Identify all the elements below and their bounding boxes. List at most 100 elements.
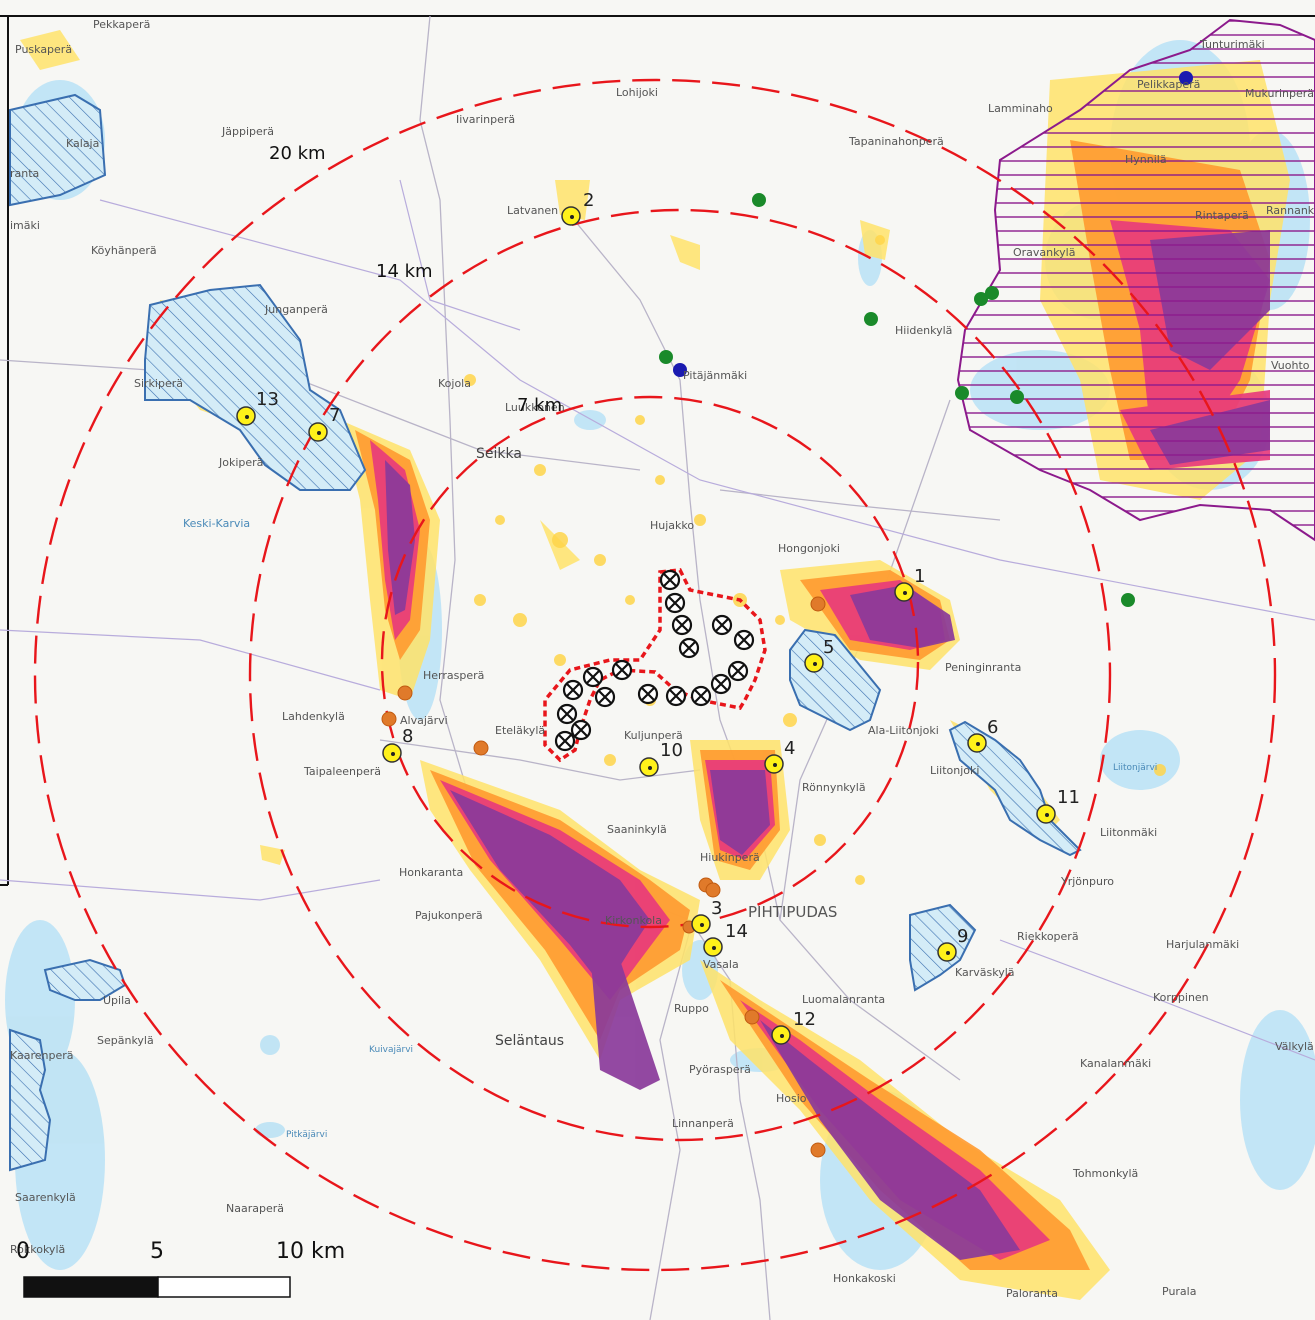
svg-text:1: 1 bbox=[914, 566, 925, 587]
place-label: Latvanen bbox=[507, 204, 558, 217]
place-label: Lamminaho bbox=[988, 102, 1053, 115]
place-label: Liitonjärvi bbox=[1113, 763, 1157, 773]
place-label: Kanalanmäki bbox=[1080, 1057, 1151, 1070]
place-label: Rönnynkylä bbox=[802, 781, 866, 794]
ring-labels: 20 km 14 km 7 km bbox=[269, 143, 562, 416]
place-label: Mukurinperä bbox=[1245, 87, 1314, 100]
viewpoint-9[interactable]: 9 bbox=[937, 926, 968, 962]
turbine bbox=[664, 592, 686, 614]
turbine bbox=[665, 685, 687, 707]
place-label: Sepänkylä bbox=[97, 1034, 154, 1047]
turbine bbox=[556, 703, 578, 725]
place-label: Riekkoperä bbox=[1017, 930, 1079, 943]
viewpoint-5[interactable]: 5 bbox=[804, 637, 834, 673]
svg-text:5: 5 bbox=[823, 637, 834, 658]
admin-boundaries bbox=[0, 179, 1315, 1061]
ring-label-20km: 20 km bbox=[269, 143, 326, 164]
place-label: Oravankylä bbox=[1013, 246, 1075, 259]
blue-markers bbox=[673, 71, 1193, 377]
place-label: Vasala bbox=[703, 958, 739, 971]
place-label: Luukkonen bbox=[505, 401, 565, 414]
place-label: Pekkaperä bbox=[93, 18, 150, 31]
scale-label-10: 10 km bbox=[276, 1239, 345, 1264]
place-label: Tapaninahonperä bbox=[848, 135, 944, 148]
place-label: Upila bbox=[103, 994, 131, 1007]
place-label: ranta bbox=[10, 167, 39, 180]
place-label: Eteläkylä bbox=[495, 724, 545, 737]
scale-label-5: 5 bbox=[150, 1239, 164, 1264]
turbines bbox=[554, 569, 755, 752]
place-label: Seikka bbox=[476, 446, 522, 462]
orange-markers bbox=[381, 596, 826, 1158]
svg-text:6: 6 bbox=[987, 717, 998, 738]
ring-20km bbox=[33, 78, 1277, 1272]
place-label: Purala bbox=[1162, 1285, 1196, 1298]
place-label: Puskaperä bbox=[15, 43, 72, 56]
ring-label-14km: 14 km bbox=[376, 261, 433, 282]
place-label: Ruppo bbox=[674, 1002, 709, 1015]
scale-bar: 0 5 10 km bbox=[16, 1239, 345, 1298]
place-label: imäki bbox=[10, 219, 40, 232]
viewpoint-7[interactable]: 7 bbox=[308, 405, 340, 442]
svg-text:11: 11 bbox=[1057, 787, 1080, 808]
place-label: Liitonjoki bbox=[930, 764, 979, 777]
turbine bbox=[554, 730, 576, 752]
place-label: Kaarenperä bbox=[10, 1049, 74, 1062]
place-label: Rintaperä bbox=[1195, 209, 1249, 222]
place-label: Linnanperä bbox=[672, 1117, 734, 1130]
place-label: Pitkäjärvi bbox=[286, 1130, 327, 1140]
place-label: Iivarinperä bbox=[456, 113, 515, 126]
viewpoint-13[interactable]: 13 bbox=[236, 389, 279, 426]
turbine bbox=[727, 660, 749, 682]
place-label: Ala-Liitonjoki bbox=[868, 724, 939, 737]
place-label: Saaninkylä bbox=[607, 823, 667, 836]
place-label: Pitäjänmäki bbox=[683, 369, 747, 382]
place-label: Pelikkaperä bbox=[1137, 78, 1200, 91]
place-label: Pyörasperä bbox=[689, 1063, 751, 1076]
place-label: Junganperä bbox=[264, 303, 328, 316]
place-label: Honkaranta bbox=[399, 866, 463, 879]
defense-area bbox=[956, 18, 1315, 542]
turbine bbox=[562, 679, 584, 701]
svg-text:9: 9 bbox=[957, 926, 968, 947]
svg-text:8: 8 bbox=[402, 726, 413, 747]
place-label: Hiukinperä bbox=[700, 851, 760, 864]
svg-text:2: 2 bbox=[583, 190, 594, 211]
svg-text:12: 12 bbox=[793, 1009, 816, 1030]
viewpoint-11[interactable]: 11 bbox=[1036, 787, 1080, 824]
place-label: Lohijoki bbox=[616, 86, 658, 99]
viewpoint-12[interactable]: 12 bbox=[771, 1009, 816, 1045]
viewpoint-3[interactable]: 3 bbox=[691, 898, 722, 934]
place-label: Rannank bbox=[1266, 204, 1315, 217]
turbine bbox=[733, 629, 755, 651]
map-frame bbox=[0, 15, 1315, 886]
turbine bbox=[678, 637, 700, 659]
place-label: Kirkonkola bbox=[605, 914, 662, 927]
place-label: Hiidenkylä bbox=[895, 324, 952, 337]
viewpoint-10[interactable]: 10 bbox=[639, 740, 683, 777]
place-label: Liitonmäki bbox=[1100, 826, 1157, 839]
turbine bbox=[582, 666, 604, 688]
place-label: Yrjönpuro bbox=[1060, 875, 1114, 888]
place-label: Hongonjoki bbox=[778, 542, 840, 555]
viewpoint-6[interactable]: 6 bbox=[967, 717, 998, 753]
turbine bbox=[659, 569, 681, 591]
svg-text:3: 3 bbox=[711, 898, 722, 919]
place-label: Harjulanmäki bbox=[1166, 938, 1239, 951]
viewpoint-14[interactable]: 14 bbox=[703, 921, 748, 957]
viewpoint-4[interactable]: 4 bbox=[764, 738, 795, 774]
viewpoint-1[interactable]: 1 bbox=[894, 566, 925, 602]
place-label: Jokiperä bbox=[218, 456, 263, 469]
svg-text:14: 14 bbox=[725, 921, 748, 942]
place-label: Karväskylä bbox=[955, 966, 1015, 979]
place-label: Vuohto bbox=[1271, 359, 1310, 372]
place-label: Kalaja bbox=[66, 137, 99, 150]
place-label: Rokkokylä bbox=[10, 1243, 65, 1256]
place-label: Honkakoski bbox=[833, 1272, 896, 1285]
place-label: Seläntaus bbox=[495, 1033, 564, 1049]
viewpoint-8[interactable]: 8 bbox=[382, 726, 413, 763]
place-label: Välkylä bbox=[1275, 1040, 1314, 1053]
svg-text:7: 7 bbox=[329, 405, 340, 426]
place-label: Hosio bbox=[776, 1092, 807, 1105]
viewpoint-2[interactable]: 2 bbox=[561, 190, 594, 226]
